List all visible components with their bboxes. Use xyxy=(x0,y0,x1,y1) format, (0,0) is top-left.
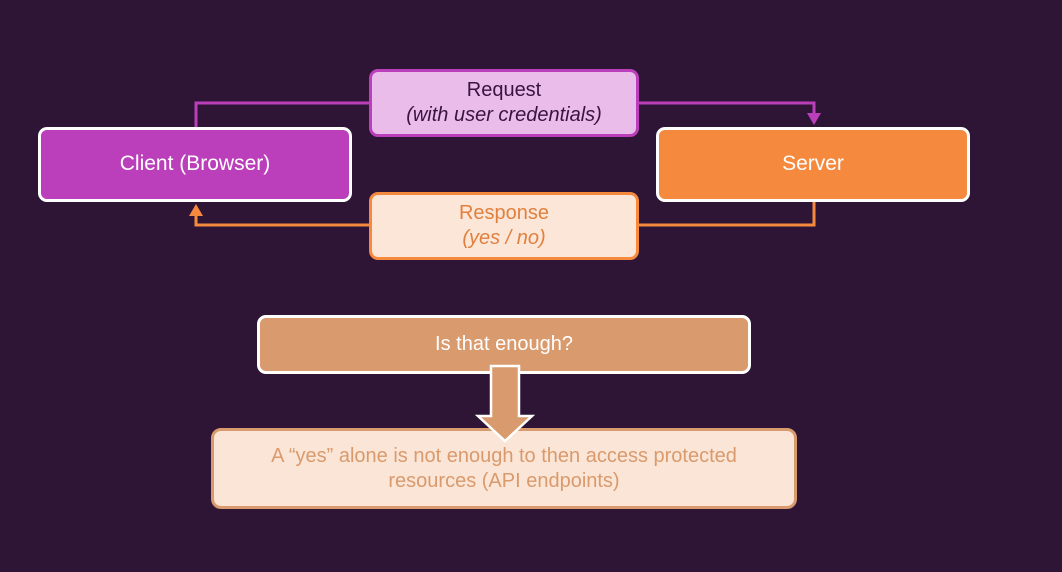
request-label: Request xyxy=(466,79,542,101)
answer-box: A “yes” alone is not enough to then acce… xyxy=(211,428,797,509)
response-label: Response xyxy=(458,202,550,224)
server-box: Server xyxy=(656,127,970,202)
client-box: Client (Browser) xyxy=(38,127,352,202)
request-arrowhead-icon xyxy=(807,113,821,125)
client-label: Client (Browser) xyxy=(119,152,271,176)
request-connector-right xyxy=(639,101,816,114)
answer-label: A “yes” alone is not enough to then acce… xyxy=(271,444,737,492)
server-label: Server xyxy=(782,152,844,176)
request-sublabel: (with user credentials) xyxy=(406,104,602,126)
response-box: Response (yes / no) xyxy=(369,192,639,260)
request-box: Request (with user credentials) xyxy=(369,69,639,137)
question-label: Is that enough? xyxy=(435,333,573,355)
response-sublabel: (yes / no) xyxy=(462,227,546,249)
response-connector-left xyxy=(194,215,369,227)
response-arrowhead-icon xyxy=(189,204,203,216)
response-connector-right xyxy=(639,202,816,227)
request-connector-left xyxy=(194,101,369,127)
